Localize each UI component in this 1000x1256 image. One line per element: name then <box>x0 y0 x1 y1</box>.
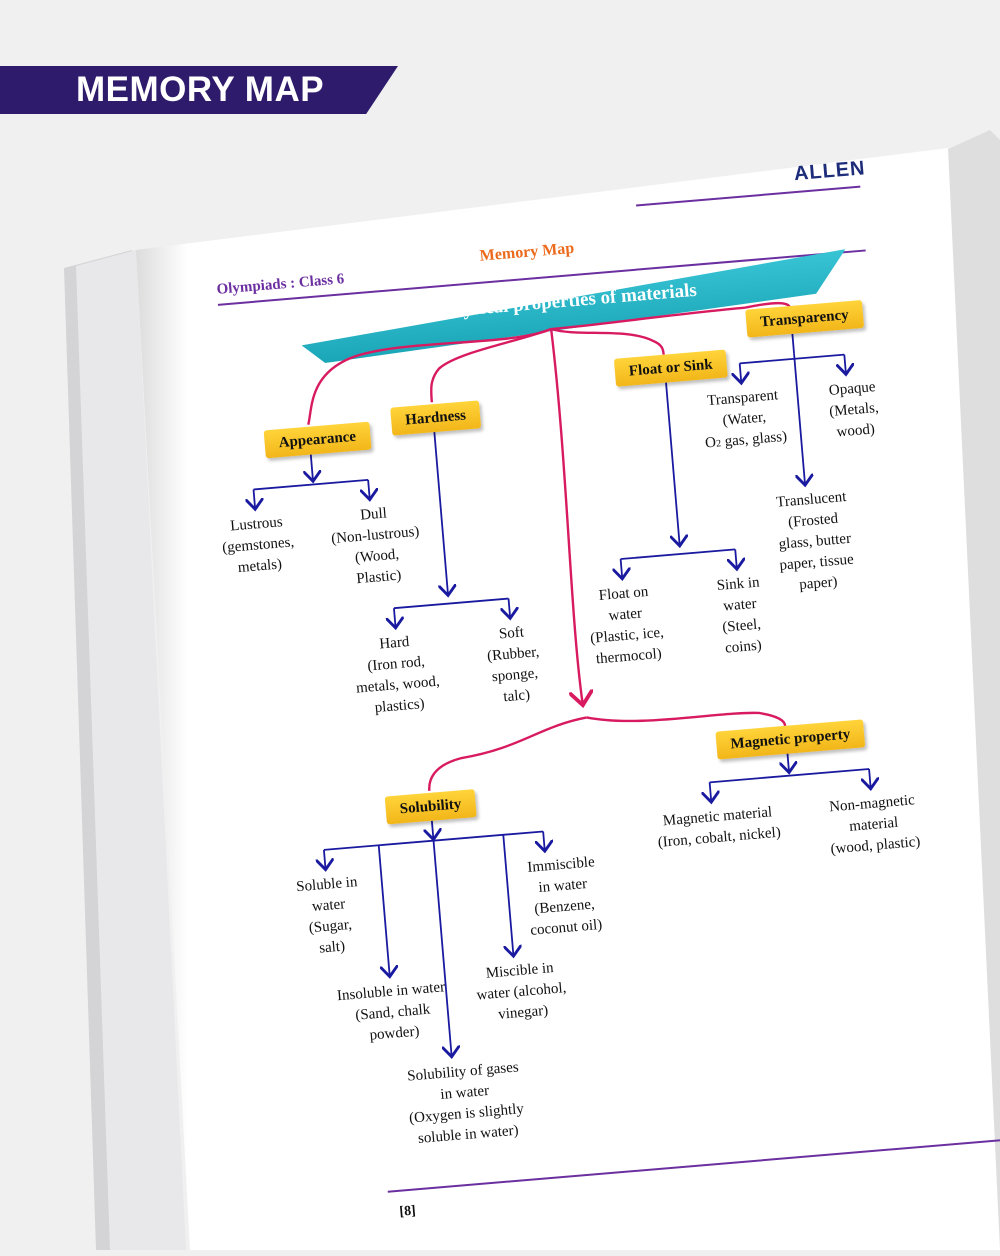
page-number: [8] <box>398 1203 417 1220</box>
memory-map-banner <box>0 66 398 114</box>
banner-title: MEMORY MAP <box>76 70 325 109</box>
book-page: ALLEN Olympiads : Class 6 Memory Map Phy… <box>118 157 1000 1256</box>
connector-lines <box>118 301 1000 1256</box>
link-root-float <box>550 327 665 355</box>
link-root-transparency <box>551 306 746 331</box>
link-root-appearance <box>307 327 552 425</box>
secondary-links <box>244 333 900 1068</box>
link-root-hardness <box>430 327 552 403</box>
page-stack-edge-2 <box>76 250 186 1250</box>
leaf-opaque: Opaque(Metals,wood) <box>828 379 880 441</box>
leaf-hard: Hard(Iron rod,metals, wood,plastics) <box>355 634 441 717</box>
link-root-lower <box>549 328 584 703</box>
link-to-magnetic <box>586 711 787 727</box>
leaf-soft: Soft(Rubber,sponge,talc) <box>486 624 540 706</box>
leaf-transparent: Transparent (Water, O2 gas, glass) <box>704 387 788 452</box>
leaf-lustrous: Lustrous(gemstones,metals) <box>221 514 295 577</box>
link-to-solubility <box>428 716 587 791</box>
leaf-dull: Dull(Non-lustrous)(Wood,Plastic) <box>330 505 420 588</box>
